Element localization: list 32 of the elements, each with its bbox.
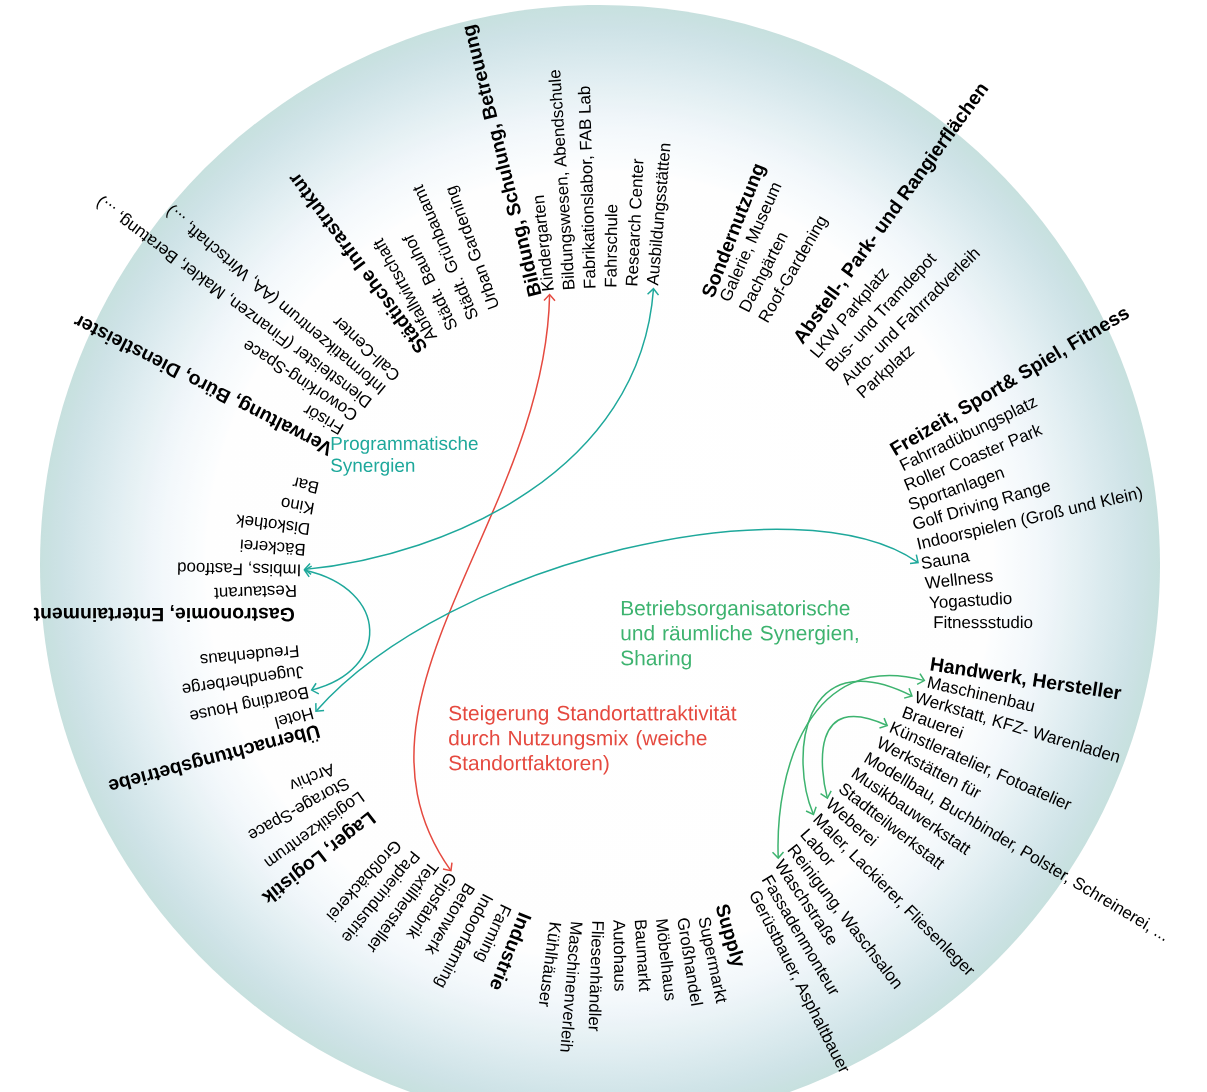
synergy-label: Programmatische Synergien [331,436,478,476]
list-item: Kino [281,497,314,515]
list-item: Fahrschule [604,204,618,287]
list-item: Autohaus [613,919,627,991]
list-item: Fitnessstudio [934,615,1033,629]
arrow [819,715,889,800]
list-item: Freudenhaus [200,645,299,664]
list-item: Möbelhaus [656,919,674,1001]
list-item: Kühlhäuser [539,922,562,1007]
arrow [315,528,919,713]
category-heading: Gastronomie, Entertainment [33,605,294,623]
list-item: Maschinenverleih [560,922,583,1052]
list-item: Research Center [625,158,644,286]
list-item: Imbiss, Fastfood [178,561,300,577]
list-item: Baumarkt [634,920,651,992]
arrow [802,680,913,816]
list-item: Sauna [921,552,971,569]
arrow [303,287,660,576]
list-item: Bäckerei [240,539,305,556]
arrow [303,565,371,695]
synergy-label: Betriebsorganisatorische und räumliche Synergien, Sharing [621,600,858,670]
synergy-label: Steigerung Standortattraktivität durch Nutzungsmix (weiche Standortfaktoren) [449,705,737,775]
list-item: Fabrikationslabor, FAB Lab [577,86,596,288]
arrow [413,293,556,872]
list-item: Fliesenhändler [588,921,605,1032]
list-item: Wellness [924,572,993,589]
list-item: Bar [292,477,319,494]
list-item: Yogastudio [929,592,1012,611]
arrow [771,672,926,860]
list-item: Diskothek [235,514,310,536]
list-item: Ausbildungsstätten [646,143,671,286]
list-item: Restaurant [214,585,296,599]
